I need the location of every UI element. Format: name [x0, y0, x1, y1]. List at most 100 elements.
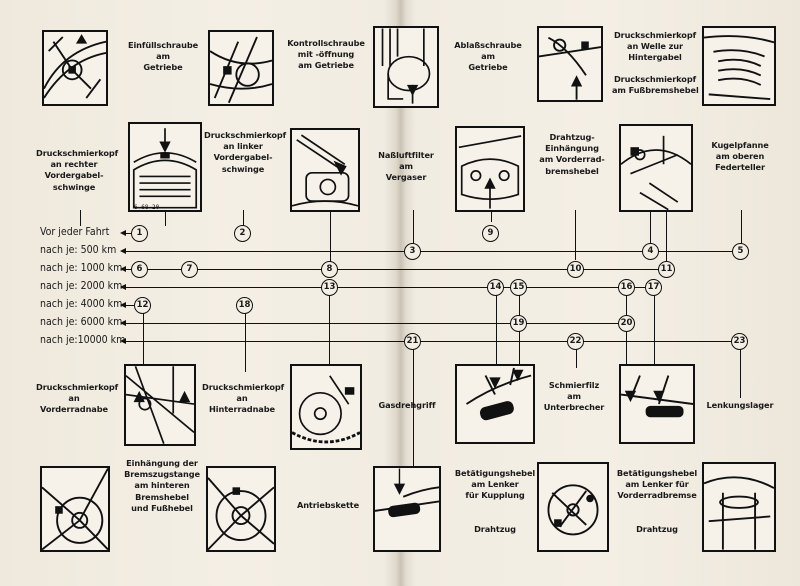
- marker-7: 7: [181, 261, 198, 278]
- connector: [143, 312, 144, 402]
- marker-2: 2: [234, 225, 251, 242]
- connector: [654, 294, 655, 384]
- marker-20: 20: [618, 315, 635, 332]
- connector: [496, 294, 497, 384]
- illustration-right-fork-nipple: [42, 30, 108, 106]
- interval-1000km: nach je: 1000 km: [40, 262, 123, 274]
- row-arrow: [120, 284, 126, 290]
- connector: [245, 312, 246, 372]
- marker-15: 15: [510, 279, 527, 296]
- marker-3: 3: [404, 243, 421, 260]
- connector: [329, 294, 330, 364]
- illustration-steering-bearing: [702, 462, 776, 552]
- interval-4000km: nach je: 4000 km: [40, 298, 123, 310]
- marker-8: 8: [321, 261, 338, 278]
- book-spine: [396, 0, 406, 586]
- marker-5: 5: [732, 243, 749, 260]
- connector: [576, 348, 577, 368]
- row-line-500km: [124, 251, 744, 252]
- interval-6000km: nach je: 6000 km: [40, 316, 123, 328]
- label-clutch-cable: Drahtzug: [474, 524, 516, 534]
- connector: [666, 212, 667, 264]
- marker-14: 14: [487, 279, 504, 296]
- illustration-breaker-felt: [537, 462, 609, 552]
- illustration-upper-spring-seat: [702, 26, 776, 106]
- row-arrow: [120, 320, 126, 326]
- row-arrow: [120, 302, 126, 308]
- print-stamp: 6-68 20: [134, 204, 160, 211]
- illustration-left-fork-nipple: [208, 30, 274, 106]
- marker-6: 6: [131, 261, 148, 278]
- connector: [165, 212, 166, 226]
- illustration-rear-fork-shaft-and-brake-pedal: [619, 124, 693, 212]
- illustration-rear-hub: [206, 466, 276, 552]
- row-line-before-ride: [124, 233, 136, 234]
- marker-21: 21: [404, 333, 421, 350]
- connector: [413, 210, 414, 244]
- row-arrow: [120, 338, 126, 344]
- illustration-gearbox-filler-screw: [128, 122, 202, 212]
- marker-23: 23: [731, 333, 748, 350]
- illustration-drive-chain: [290, 364, 362, 450]
- marker-10: 10: [567, 261, 584, 278]
- illustration-front-brake-lever: [537, 26, 603, 102]
- illustration-front-brake-hand-lever: [619, 364, 695, 444]
- connector: [80, 210, 81, 226]
- row-arrow: [120, 266, 126, 272]
- marker-9: 9: [482, 225, 499, 242]
- connector: [626, 294, 627, 384]
- row-line-1000km: [124, 269, 664, 270]
- connector: [243, 210, 244, 226]
- marker-17: 17: [645, 279, 662, 296]
- row-arrow: [120, 230, 126, 236]
- marker-4: 4: [642, 243, 659, 260]
- row-arrow: [120, 248, 126, 254]
- label-steering-bearing: Lenkungslager: [706, 400, 774, 410]
- connector: [491, 212, 492, 222]
- interval-500km: nach je: 500 km: [40, 244, 117, 256]
- marker-1: 1: [131, 225, 148, 242]
- marker-13: 13: [321, 279, 338, 296]
- illustration-front-hub: [40, 466, 110, 552]
- illustration-brake-rod-hook: [124, 364, 196, 446]
- illustration-carburetor-air-filter: [373, 26, 439, 108]
- connector: [741, 210, 742, 244]
- label-throttle-grip: Gasdrehgriff: [378, 400, 436, 410]
- connector: [330, 212, 331, 268]
- marker-11: 11: [658, 261, 675, 278]
- marker-22: 22: [567, 333, 584, 350]
- illustration-gearbox-check-screw: [290, 128, 360, 212]
- interval-2000km: nach je: 2000 km: [40, 280, 123, 292]
- interval-before-each-ride: Vor jeder Fahrt: [40, 226, 110, 238]
- interval-10000km: nach je:10000 km: [40, 334, 126, 346]
- connector: [650, 212, 651, 244]
- marker-12: 12: [134, 297, 151, 314]
- marker-16: 16: [618, 279, 635, 296]
- connector: [519, 294, 520, 384]
- connector: [575, 210, 576, 260]
- label-front-brake-cable: Drahtzug: [636, 524, 678, 534]
- connector: [740, 348, 741, 398]
- label-drive-chain: Antriebskette: [296, 500, 360, 510]
- marker-18: 18: [236, 297, 253, 314]
- row-line-2000km: [124, 287, 654, 288]
- connector: [413, 348, 414, 468]
- illustration-throttle-grip: [373, 466, 441, 552]
